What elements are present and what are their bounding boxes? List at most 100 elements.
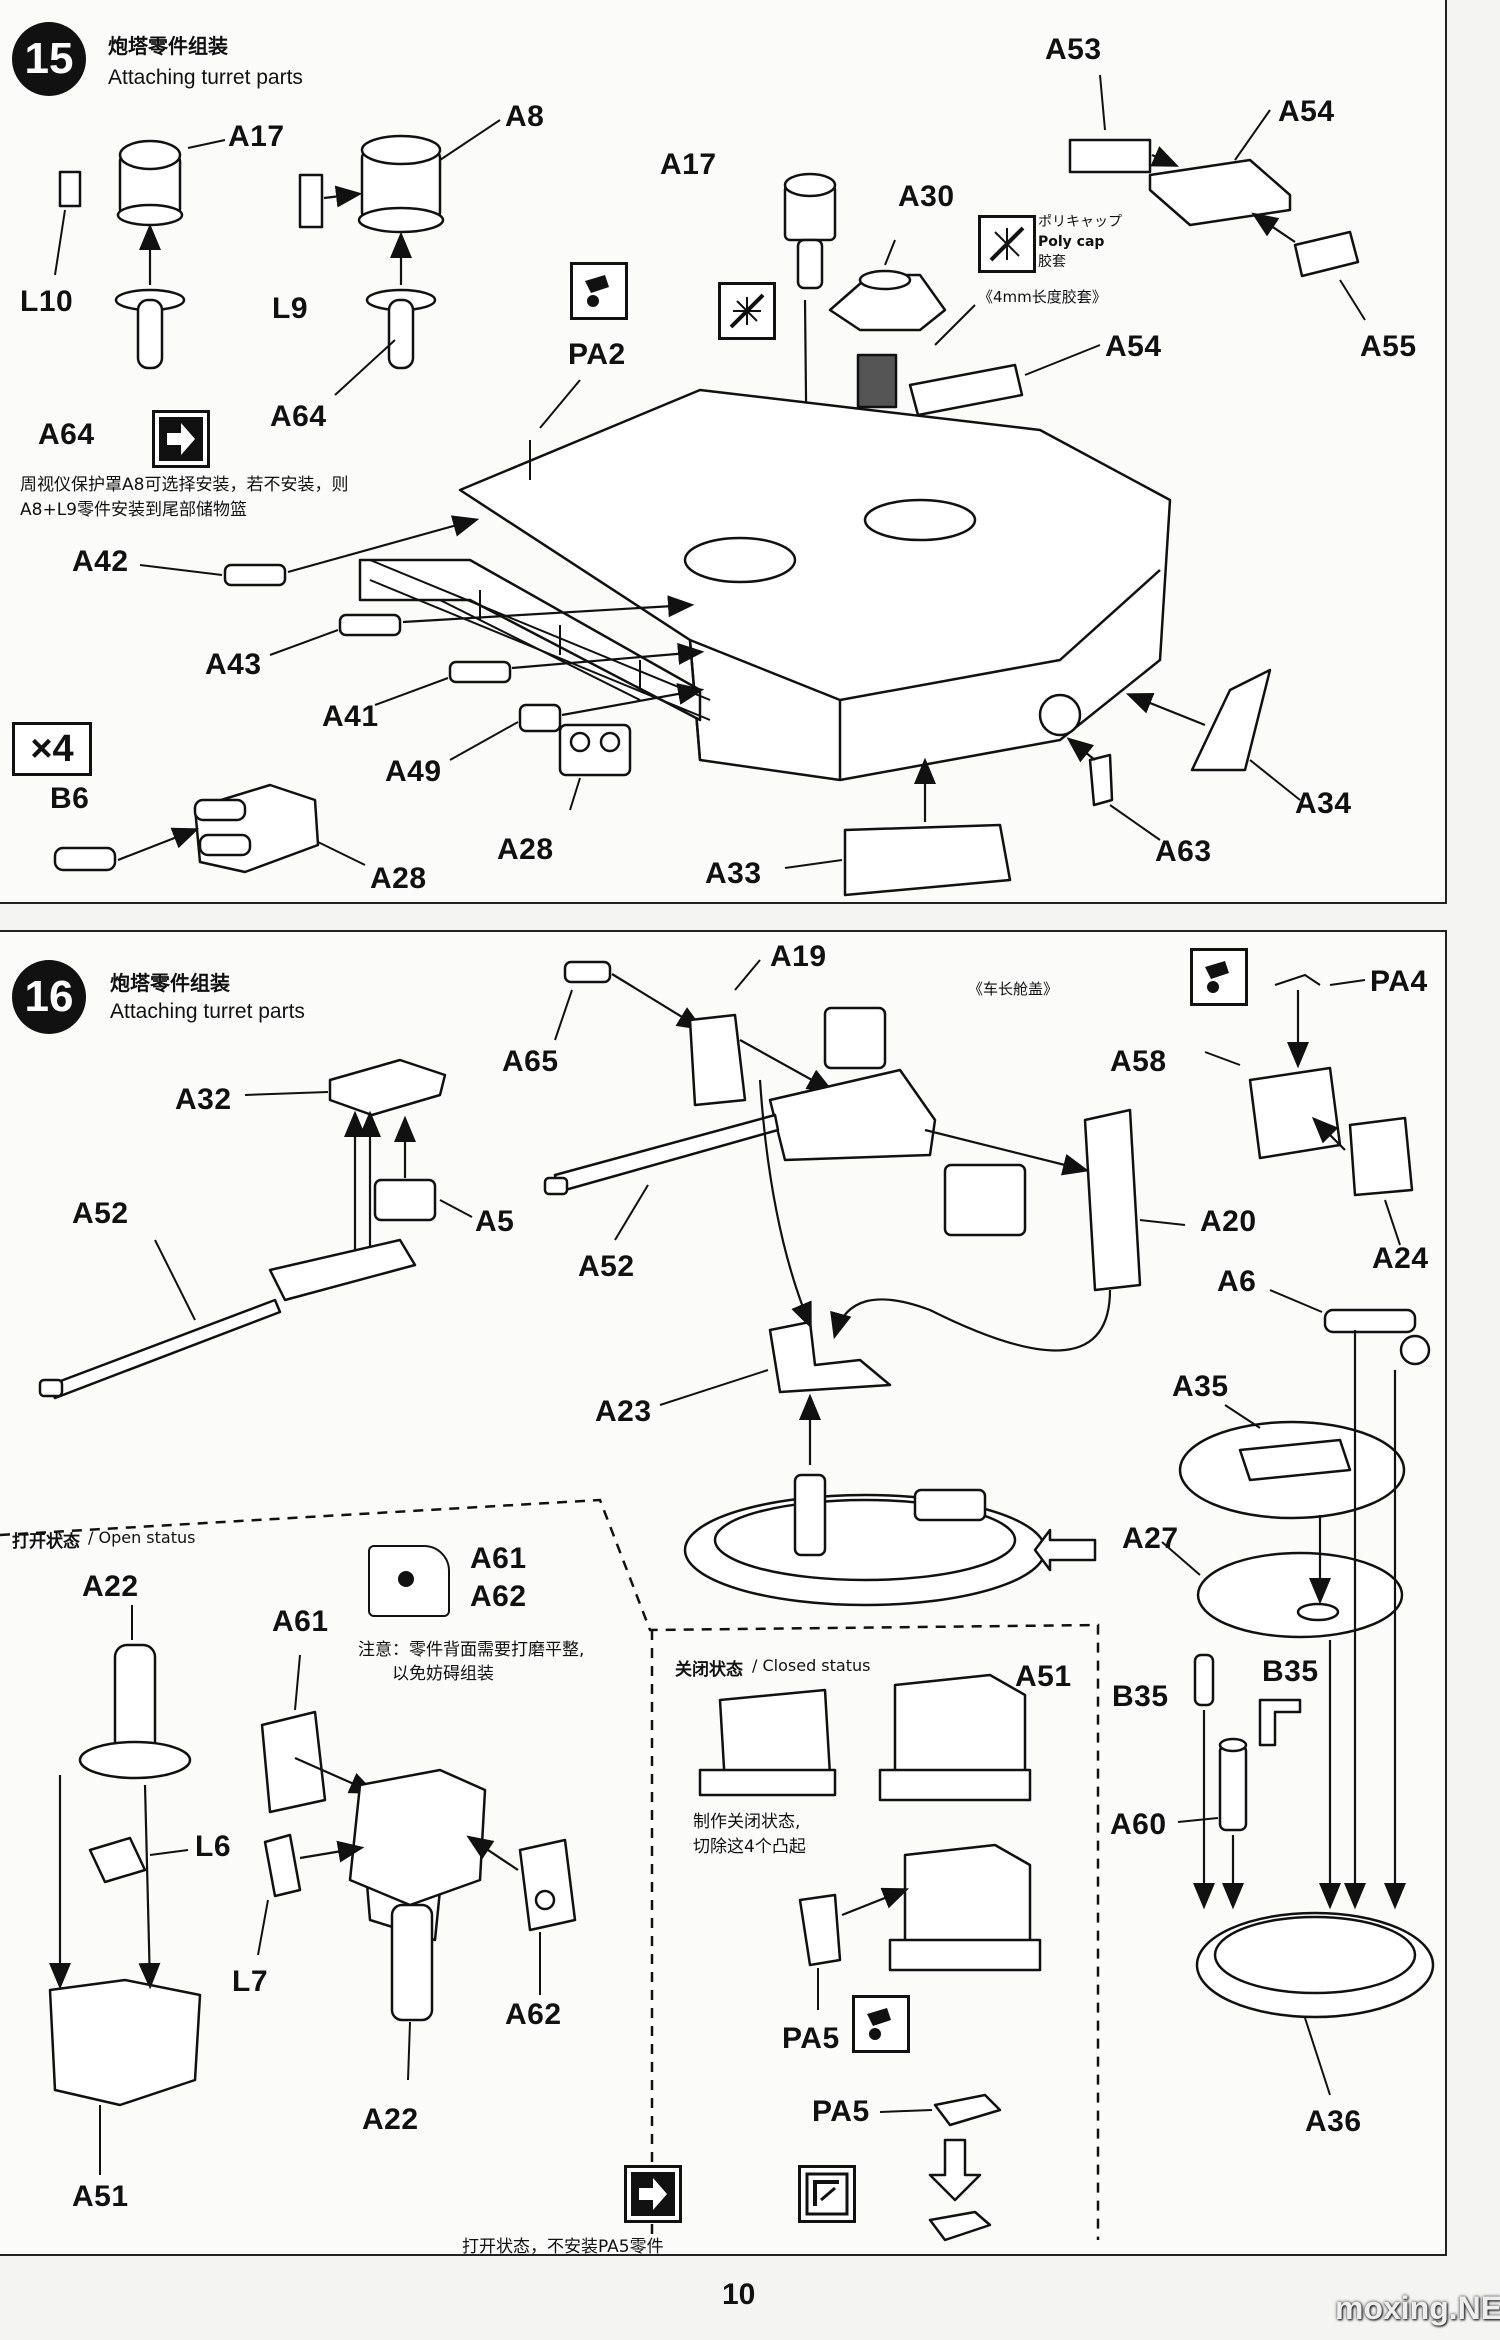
label-pa5-side: PA5: [782, 2022, 840, 2055]
multiplier-box: ×4: [12, 722, 92, 776]
step-15-number: 15: [12, 22, 86, 96]
label-pa5-flat: PA5: [812, 2095, 870, 2128]
part-a22-left: [78, 1643, 192, 1780]
polycap-jp: ポリキャップ: [1038, 214, 1122, 230]
hatch-ring: [683, 1473, 1047, 1607]
part-a27: [1196, 1551, 1404, 1639]
part-a63: [1088, 753, 1114, 807]
commander-hatch-caption: 《车长舱盖》: [968, 980, 1059, 998]
label-l6: L6: [195, 1830, 232, 1863]
rear-rack: [369, 559, 711, 721]
watermark: moxing.NET: [1335, 2290, 1500, 2326]
part-a42: [223, 563, 287, 587]
label-a17-left: A17: [228, 120, 285, 153]
part-a51-closed-bottom: [888, 1843, 1042, 1972]
part-a28-left: [193, 783, 320, 874]
part-b6: [53, 846, 117, 872]
part-a58: [1248, 1066, 1342, 1160]
label-a36: A36: [1305, 2105, 1362, 2138]
part-a54-top: [1148, 158, 1292, 227]
optional-choice-icon-16: [624, 2165, 682, 2223]
label-a58: A58: [1110, 1045, 1167, 1078]
label-pa2: PA2: [568, 338, 626, 371]
part-a64-left: [114, 288, 186, 370]
part-a19: [688, 1013, 747, 1107]
label-a22-top: A22: [82, 1570, 139, 1603]
label-l10: L10: [20, 285, 74, 318]
multiplier-text: ×4: [30, 727, 74, 770]
part-l9: [298, 173, 324, 229]
label-a49: A49: [385, 755, 442, 788]
closed-hatch-outline: [698, 1688, 837, 1797]
label-a61-note: A61: [470, 1542, 527, 1575]
glue-icon: [570, 262, 628, 320]
part-a34: [1190, 668, 1272, 772]
glue-icon-pa4: [1190, 948, 1248, 1006]
polycap-en: Poly cap: [1038, 234, 1105, 250]
open-status-cn: 打开状态: [12, 1532, 80, 1552]
label-a6: A6: [1217, 1265, 1257, 1298]
polycap-cn: 胶套: [1038, 254, 1066, 270]
down-arrow-icon: [928, 2138, 982, 2202]
polycap-length: 《4mm长度胶套》: [978, 288, 1107, 306]
part-a28-center: [558, 723, 632, 777]
label-a8: A8: [505, 100, 545, 133]
optional-note-line1: 周视仪保护罩A8可选择安装，若不安装，则: [20, 475, 349, 495]
part-a55: [1293, 230, 1360, 278]
part-a23: [768, 1320, 892, 1394]
part-a52-center-gun: [543, 1006, 937, 1196]
part-a35: [1178, 1420, 1406, 1520]
part-l7: [263, 1833, 302, 1898]
label-l7: L7: [232, 1965, 269, 1998]
label-a51-closed: A51: [1015, 1660, 1072, 1693]
label-a62-note: A62: [470, 1580, 527, 1613]
part-a22-a51-assembled: [348, 1768, 487, 2022]
label-a17-turret: A17: [660, 148, 717, 181]
step-15-title-en: Attaching turret parts: [108, 66, 303, 89]
part-a65: [563, 960, 612, 984]
closed-note-line2: 切除这4个凸起: [693, 1837, 806, 1857]
label-a52-center: A52: [578, 1250, 635, 1283]
optional-note-line2: A8+L9零件安装到尾部储物篮: [20, 500, 247, 520]
label-a60: A60: [1110, 1808, 1167, 1841]
step-15-title-cn: 炮塔零件组装: [108, 34, 228, 58]
step-16-number: 16: [12, 960, 86, 1034]
label-a19: A19: [770, 940, 827, 973]
label-a41: A41: [322, 700, 379, 733]
page-number: 10: [722, 2278, 756, 2311]
part-a51-closed-top: [878, 1673, 1032, 1802]
part-b35-right: [1258, 1698, 1302, 1747]
part-a41: [448, 660, 512, 684]
label-b35-right: B35: [1262, 1655, 1319, 1688]
glue-icon-pa5: [852, 1995, 910, 2053]
closed-note-line1: 制作关闭状态,: [693, 1812, 801, 1832]
part-b35-left: [1193, 1653, 1215, 1707]
label-a52-left: A52: [72, 1197, 129, 1230]
label-a33: A33: [705, 857, 762, 890]
label-a27: A27: [1122, 1522, 1179, 1555]
part-a6: [1323, 1308, 1431, 1366]
part-l6: [88, 1836, 147, 1884]
turret-body: [358, 388, 1172, 782]
label-a22-bottom: A22: [362, 2103, 419, 2136]
part-a17-periscope: [116, 139, 184, 227]
label-a28-center: A28: [497, 833, 554, 866]
open-status-divider: [0, 1498, 1100, 2240]
label-a5: A5: [475, 1205, 515, 1238]
cut-icon: [798, 2165, 856, 2223]
label-b35-left: B35: [1112, 1680, 1169, 1713]
label-a54-top: A54: [1278, 95, 1335, 128]
sand-note-line1: 注意：零件背面需要打磨平整,: [358, 1640, 585, 1660]
label-l9: L9: [272, 292, 309, 325]
label-b6: B6: [50, 782, 90, 815]
optional-choice-icon: [152, 410, 210, 468]
part-a24: [1348, 1116, 1414, 1197]
part-a5: [373, 1178, 437, 1222]
part-a20: [1083, 1108, 1142, 1292]
label-a65: A65: [502, 1045, 559, 1078]
label-a34: A34: [1295, 787, 1352, 820]
part-a36: [1195, 1911, 1435, 2019]
label-a24: A24: [1372, 1242, 1429, 1275]
part-pa5-cut: [928, 2210, 992, 2242]
